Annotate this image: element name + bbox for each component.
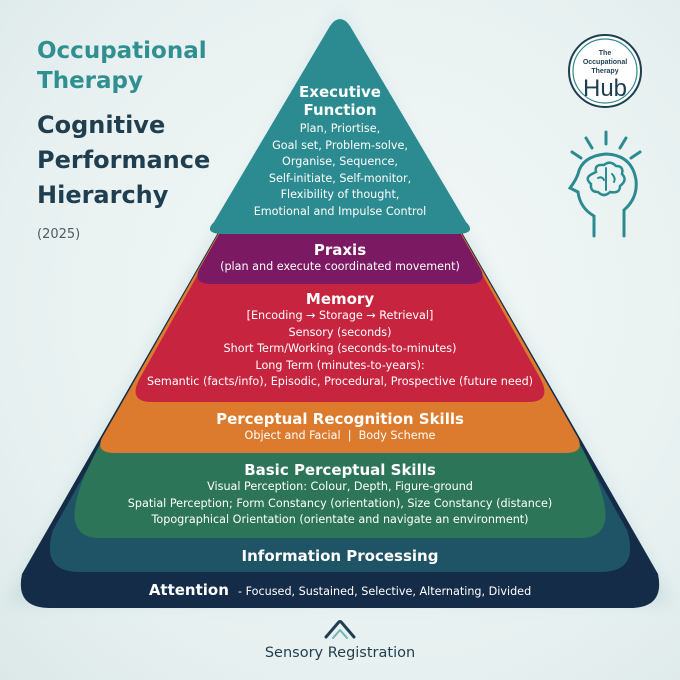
memory-line-1: [Encoding → Storage → Retrieval] [246,309,434,322]
perceptual-recognition-title: Perceptual Recognition Skills [216,410,464,428]
year-label: (2025) [37,227,81,242]
perceptual-recognition-line-1: Object and Facial | Body Scheme [244,429,436,442]
title-block: Occupational Therapy Cognitive Performan… [37,36,237,242]
memory-line-3: Short Term/Working (seconds-to-minutes) [223,342,457,356]
logo-text-occupational: Occupational [583,59,627,66]
memory-text: Memory [Encoding → Storage → Retrieval] … [0,290,680,391]
executive-line-4: Self-initiate, Self-monitor, [268,171,412,185]
subtitle-therapy: Therapy [37,68,143,94]
information-processing-text: Information Processing [0,547,680,565]
logo-text-the: The [599,50,612,57]
executive-title-line1: Executive [299,83,381,101]
praxis-text: Praxis (plan and execute coordinated mov… [0,241,680,276]
subtitle-occupational: Occupational [37,38,207,64]
basic-perceptual-line-1: Visual Perception: Colour, Depth, Figure… [207,480,473,493]
executive-line-3: Organise, Sequence, [282,155,398,169]
the-ot-hub-logo: The Occupational Therapy Hub [568,34,642,108]
praxis-line-1: (plan and execute coordinated movement) [220,260,460,273]
memory-title: Memory [305,290,375,308]
basic-perceptual-title: Basic Perceptual Skills [244,461,436,479]
title-word-hierarchy: Hierarchy [37,181,169,209]
attention-text: Attention - Focused, Sustained, Selectiv… [0,580,680,599]
brain-head-icon [567,130,642,238]
title-word-performance: Performance [37,146,211,174]
memory-line-5: Semantic (facts/info), Episodic, Procedu… [146,375,534,389]
basic-perceptual-line-3: Topographical Orientation (orientate and… [151,513,529,527]
layer-executive-function [209,19,471,234]
executive-title-line2: Function [303,101,377,119]
logo-text-hub: Hub [583,75,627,102]
basic-perceptual-line-2: Spatial Perception; Form Constancy (orie… [127,496,553,510]
attention-title: Attention [148,581,229,599]
memory-line-4: Long Term (minutes-to-years): [255,358,425,372]
chevron-up-icon [324,620,356,639]
sensory-registration-label: Sensory Registration [264,645,416,661]
executive-function-text: Executive Function Plan, Priortise, Goal… [0,83,680,221]
information-processing-title: Information Processing [241,547,439,565]
basic-perceptual-text: Basic Perceptual Skills Visual Perceptio… [0,461,680,529]
executive-line-6: Emotional and Impulse Control [253,204,427,218]
title-word-cognitive: Cognitive [37,111,166,139]
perceptual-recognition-text: Perceptual Recognition Skills Object and… [0,410,680,445]
executive-line-5: Flexibility of thought, [280,188,400,202]
praxis-title: Praxis [313,241,367,259]
logo-text-therapy: Therapy [591,68,618,75]
attention-subtitle: - Focused, Sustained, Selective, Alterna… [238,585,532,598]
memory-line-2: Sensory (seconds) [288,325,392,339]
executive-line-1: Plan, Priortise, [299,122,381,135]
executive-line-2: Goal set, Problem-solve, [272,138,408,152]
page-title: Cognitive Performance Hierarchy [37,108,237,213]
